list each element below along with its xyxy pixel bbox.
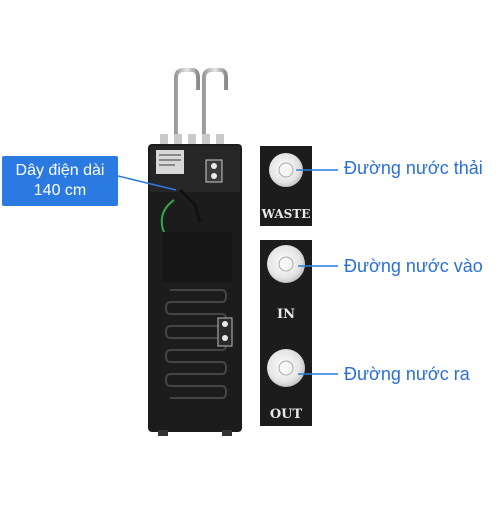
top-valves <box>160 134 224 148</box>
cabinet-body <box>148 144 242 432</box>
in-panel-marking: IN <box>277 307 295 322</box>
faucet-pipes <box>174 68 228 140</box>
cable-callout-line1: Dây điện dài <box>15 162 105 179</box>
waste-outlet-label: Đường nước thải <box>344 158 483 178</box>
cable-callout-line2: 140 cm <box>33 182 87 199</box>
spec-label <box>156 150 184 174</box>
cable-callout-line <box>117 175 177 191</box>
water-outlet-label: Đường nước ra <box>344 364 470 384</box>
water-inlet-label: Đường nước vào <box>344 256 483 276</box>
waste-panel-marking: WASTE <box>261 207 311 221</box>
out-panel-marking: OUT <box>270 407 303 422</box>
cable-length-callout: Dây điện dài 140 cm <box>2 156 118 206</box>
